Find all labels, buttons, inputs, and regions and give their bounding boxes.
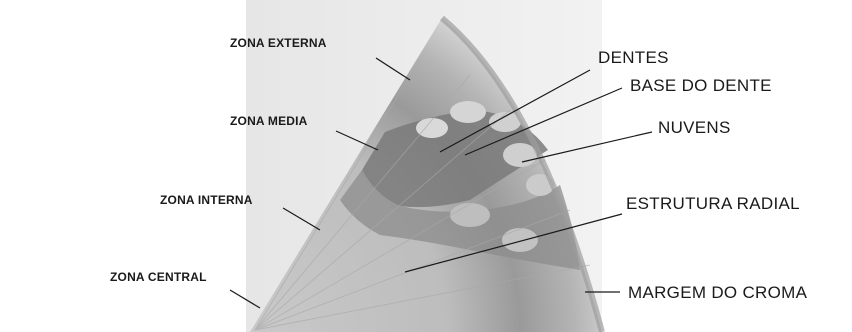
tooth-1 [416, 118, 448, 138]
label-estrutura-radial: ESTRUTURA RADIAL [626, 194, 800, 214]
label-zona-central: ZONA CENTRAL [110, 270, 207, 284]
cloud-4 [502, 228, 538, 252]
cloud-1 [503, 143, 537, 167]
label-zona-interna: ZONA INTERNA [160, 193, 253, 207]
label-nuvens: NUVENS [658, 118, 731, 138]
label-margem-do-croma: MARGEM DO CROMA [628, 283, 807, 303]
label-dentes: DENTES [598, 48, 669, 68]
tooth-2 [450, 101, 486, 123]
cloud-3 [450, 203, 490, 227]
label-zona-media: ZONA MEDIA [230, 114, 308, 128]
label-base-do-dente: BASE DO DENTE [630, 76, 772, 96]
label-zona-externa: ZONA EXTERNA [230, 36, 327, 50]
